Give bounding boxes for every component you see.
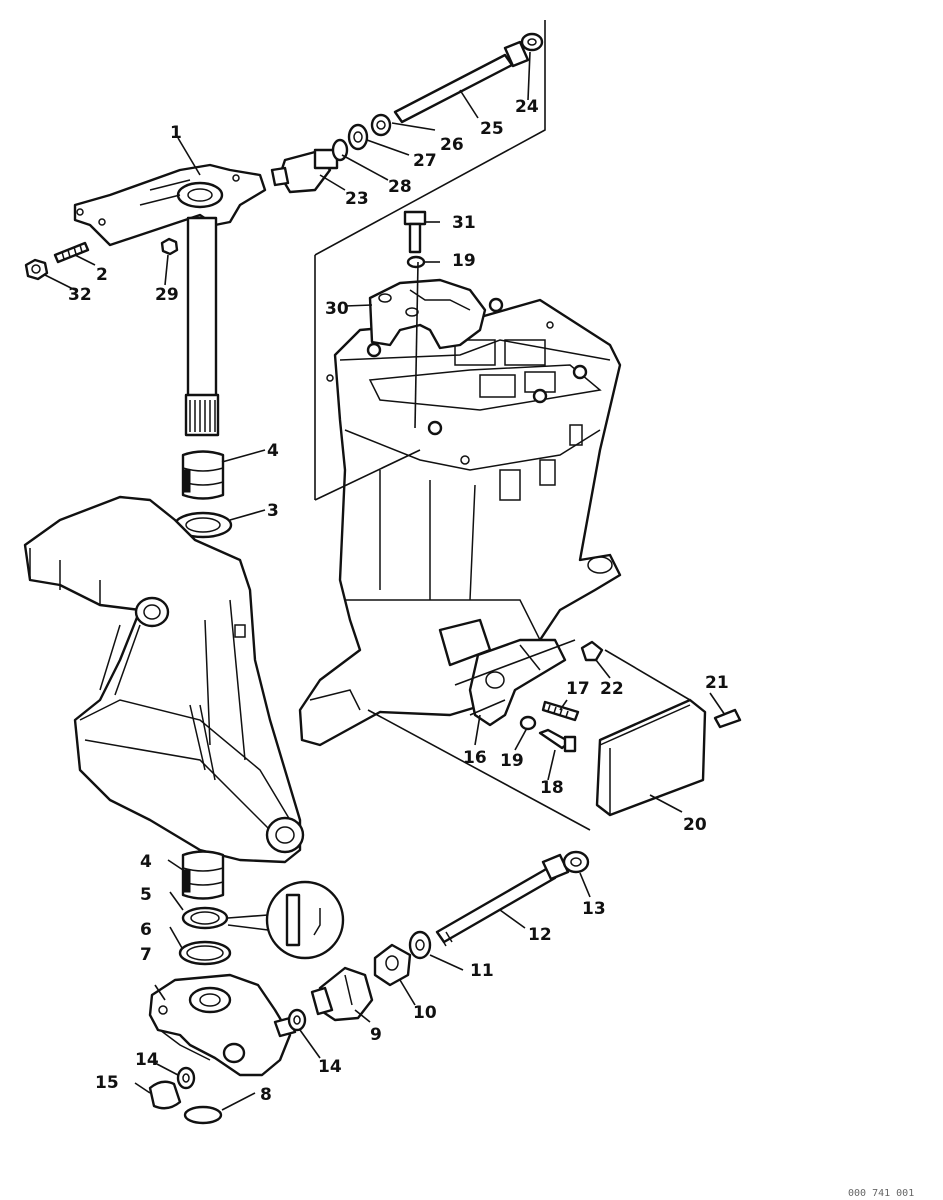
bolt-18	[538, 728, 577, 753]
bushing-lower	[181, 850, 225, 900]
washer-14-right	[287, 1008, 307, 1032]
washer-10	[373, 943, 412, 987]
callout-12: 12	[528, 925, 552, 945]
callout-19: 19	[452, 251, 476, 271]
callout-9: 9	[370, 1025, 382, 1045]
callout-18: 18	[540, 778, 564, 798]
bolt-25	[393, 40, 530, 124]
lower-rubber-mount-9	[310, 966, 374, 1022]
callout-27: 27	[413, 151, 437, 171]
steering-arm	[73, 163, 267, 247]
washer-26	[370, 113, 392, 137]
stud-17	[541, 700, 580, 722]
callout-labels: 1 2 3 4 4 5 6 7 8 9 10 11 12 13 14 14 15…	[68, 97, 729, 1105]
locknut-32	[24, 258, 49, 281]
callout-4: 4	[267, 441, 279, 461]
callout-3: 3	[267, 501, 279, 521]
callout-23: 23	[345, 189, 369, 209]
circlip-8	[183, 1105, 223, 1125]
washer-19-upper	[406, 255, 426, 269]
washer-19-lower	[519, 715, 537, 731]
callout-16: 16	[463, 748, 487, 768]
leader-lines	[44, 20, 726, 1111]
callout-29: 29	[155, 285, 179, 305]
callout-15: 15	[95, 1073, 119, 1093]
screw-22	[580, 640, 604, 662]
callout-6: 6	[140, 920, 152, 940]
nut-13	[562, 850, 590, 874]
nut-24	[520, 32, 544, 52]
screw-31	[403, 210, 427, 254]
screw-21	[713, 708, 742, 729]
washer-14-left	[176, 1066, 196, 1090]
callout-8: 8	[260, 1085, 272, 1105]
callout-11: 11	[470, 961, 494, 981]
callout-24: 24	[515, 97, 539, 117]
callout-25: 25	[480, 119, 504, 139]
steering-yoke-7	[148, 973, 297, 1077]
washer-6	[178, 940, 232, 966]
callout-7: 7	[140, 945, 152, 965]
callout-2: 2	[96, 265, 108, 285]
callout-31: 31	[452, 213, 476, 233]
stud-2	[53, 241, 90, 264]
callout-26: 26	[440, 135, 464, 155]
callout-13: 13	[582, 899, 606, 919]
callout-5: 5	[140, 885, 152, 905]
steering-shaft	[184, 216, 220, 437]
drawing-code: 000 741 001	[848, 1188, 914, 1199]
detail-inset	[265, 880, 345, 960]
washer-27	[347, 123, 369, 151]
lower-mount-bracket-16	[438, 618, 567, 727]
callout-1: 1	[170, 123, 182, 143]
washer-11	[408, 930, 432, 960]
callout-17: 17	[566, 679, 590, 699]
bushing-upper	[181, 450, 225, 500]
callout-4: 4	[140, 852, 152, 872]
seal-5	[181, 906, 229, 930]
callout-28: 28	[388, 177, 412, 197]
callout-21: 21	[705, 673, 729, 693]
cover-20	[595, 698, 707, 817]
callout-14: 14	[318, 1057, 342, 1077]
callout-14: 14	[135, 1050, 159, 1070]
callout-20: 20	[683, 815, 707, 835]
bolt-12	[435, 853, 570, 947]
swivel-bracket	[23, 495, 305, 864]
upper-rubber-mount-23	[270, 148, 339, 194]
acorn-nut-15	[148, 1080, 182, 1110]
callout-30: 30	[325, 299, 349, 319]
callout-32: 32	[68, 285, 92, 305]
nut-29	[160, 237, 179, 256]
callout-10: 10	[413, 1003, 437, 1023]
callout-19: 19	[500, 751, 524, 771]
callout-22: 22	[600, 679, 624, 699]
